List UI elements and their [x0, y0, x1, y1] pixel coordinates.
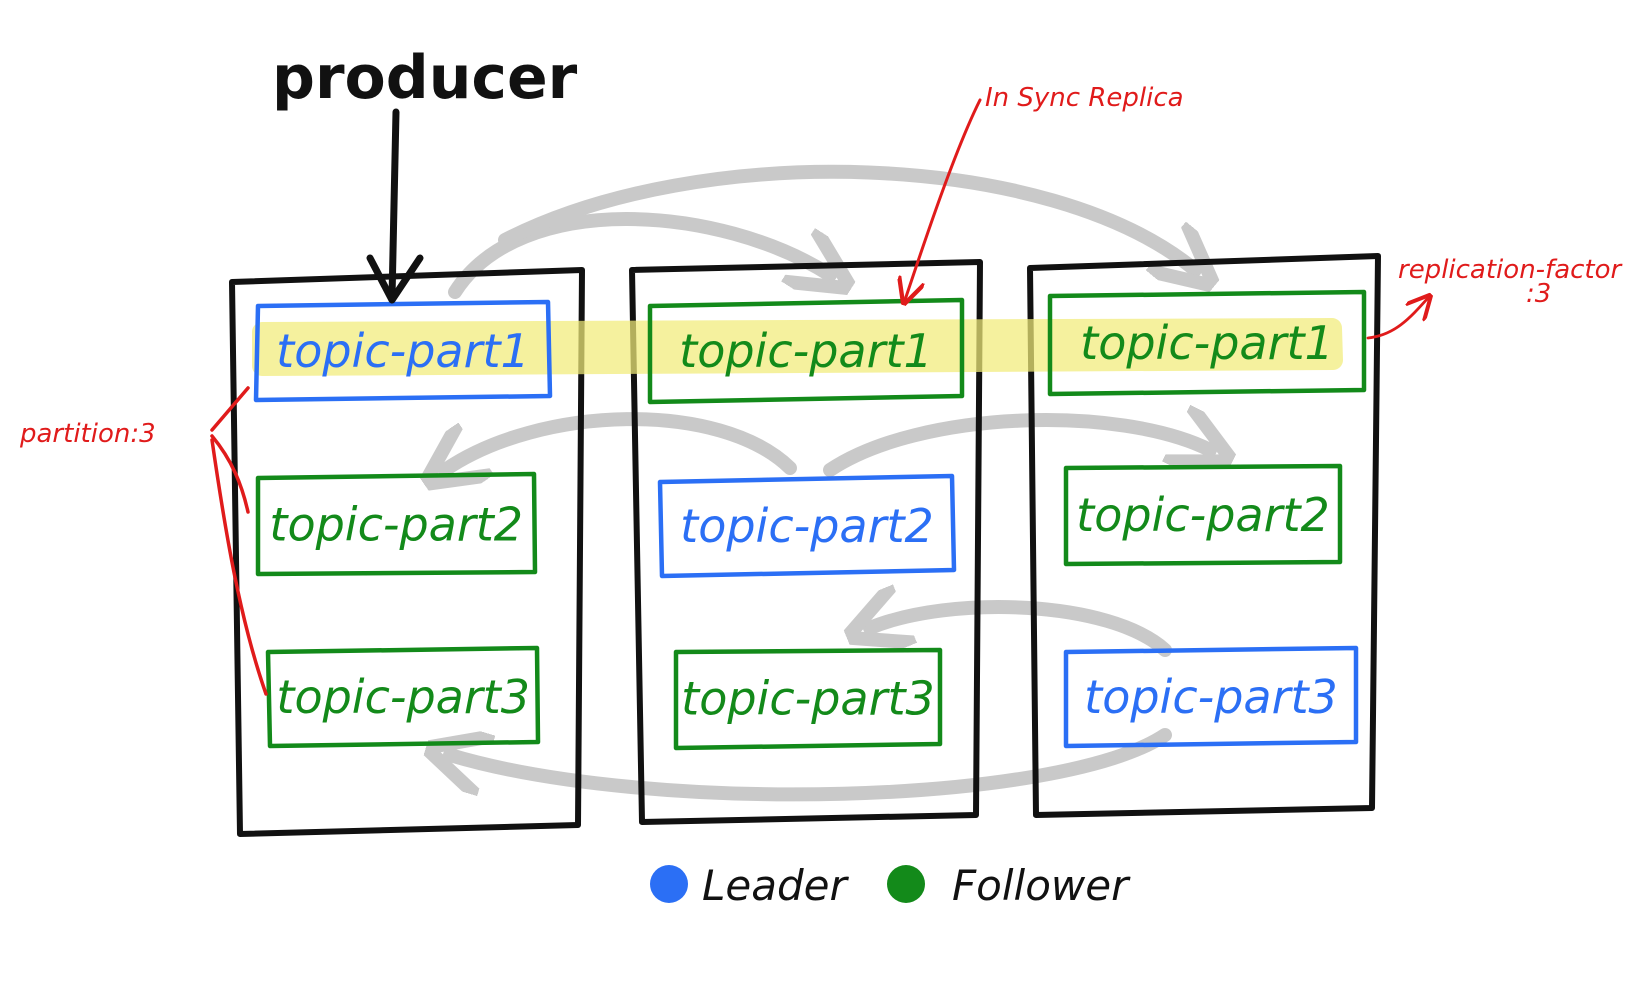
- broker-1-partition-2-box: [255, 471, 538, 577]
- replication-arrow-p2-to-b1: [445, 412, 797, 470]
- broker-3-partition-2-label: topic-part2: [1076, 488, 1330, 542]
- in-sync-replica-highlight: [252, 318, 1343, 376]
- legend-leader-label: Leader: [702, 861, 849, 910]
- replication-arrow-p3-to-b2: [870, 607, 1172, 657]
- replication-arrow-p2-to-b3: [823, 420, 1210, 477]
- broker-1: [229, 267, 585, 837]
- broker-1-partition-1-box: [253, 299, 553, 403]
- broker-1-partition-3-label: topic-part3: [276, 670, 530, 724]
- legend-leader-swatch: [650, 865, 688, 903]
- broker-3: [1027, 253, 1381, 818]
- legend-follower-label: Follower: [952, 861, 1131, 910]
- replication-arrow-p1-to-b3: [498, 164, 1195, 270]
- broker-3-partition-3-label: topic-part3: [1084, 670, 1338, 724]
- partition-boxes: topic-part1 topic-part2 topic-part3 topic-p…: [253, 289, 1367, 751]
- broker-2-partition-3-label: topic-part3: [681, 672, 935, 726]
- legend-follower-swatch: [887, 865, 925, 903]
- broker-2-partition-1-box: [647, 297, 965, 405]
- broker-2-partition-1-label: topic-part1: [679, 324, 933, 378]
- broker-3-partition-2-box: [1063, 463, 1343, 567]
- broker-2-partition-2-box: [657, 473, 957, 579]
- replication-factor-note-value: :3: [1526, 279, 1551, 309]
- broker-3-partition-1-box: [1047, 289, 1367, 397]
- partition-pointer: [210, 386, 268, 696]
- replication-arrow-p1-to-b2: [448, 212, 830, 299]
- broker-2-partition-2-label: topic-part2: [680, 499, 934, 553]
- broker-2-partition-3-box: [673, 647, 943, 751]
- producer-arrow: [388, 108, 400, 302]
- producer-label: producer: [272, 43, 578, 113]
- producer-arrow-head: [366, 254, 424, 304]
- broker-2: [629, 259, 983, 825]
- legend: Leader Follower: [650, 861, 1131, 910]
- replication-arrow-p3-to-b1: [450, 728, 1172, 802]
- partition-note: partition:3: [19, 419, 156, 449]
- broker-3-partition-1-label: topic-part1: [1080, 316, 1334, 370]
- in-sync-replica-note: In Sync Replica: [985, 83, 1184, 113]
- replication-arrows: [445, 164, 1210, 802]
- replication-factor-pointer: [1366, 298, 1428, 340]
- broker-1-partition-3-box: [265, 645, 541, 749]
- broker-1-partition-2-label: topic-part2: [269, 498, 523, 552]
- broker-1-partition-1-label: topic-part1: [276, 324, 530, 378]
- brokers: [229, 253, 1381, 837]
- broker-3-partition-3-box: [1063, 645, 1359, 749]
- in-sync-replica-pointer: [905, 98, 982, 300]
- replication-factor-note: replication-factor: [1398, 255, 1624, 285]
